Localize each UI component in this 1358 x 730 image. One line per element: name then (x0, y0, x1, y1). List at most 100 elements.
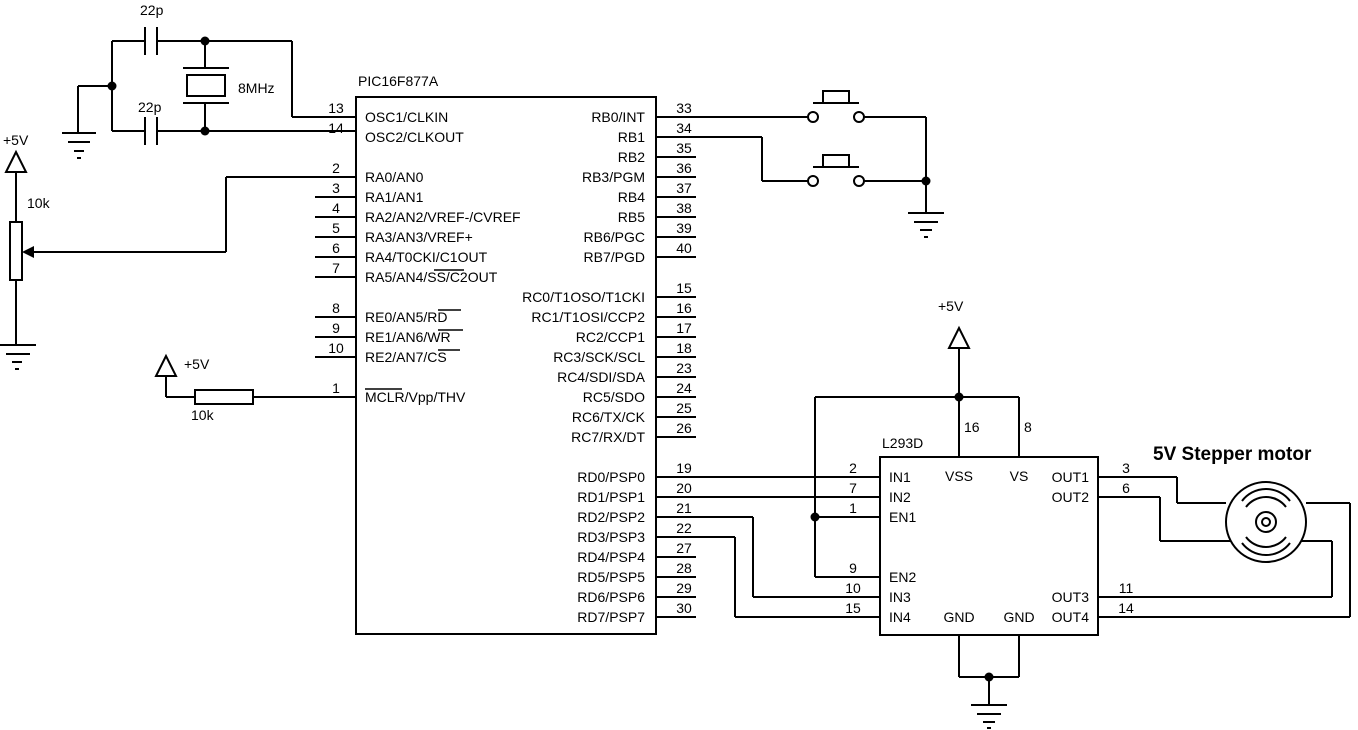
mcu-pin-label: RE1/AN6/WR (365, 329, 451, 345)
driver-pin-label: OUT4 (1052, 609, 1090, 625)
driver-ground (958, 635, 1020, 729)
mcu-pin-label: RC6/TX/CK (572, 409, 646, 425)
driver-pin-label: IN4 (889, 609, 911, 625)
mcu-pin-label: RC1/T1OSI/CCP2 (531, 309, 645, 325)
pot-supply-label: +5V (3, 132, 29, 148)
pot-value: 10k (27, 195, 51, 211)
driver-pin-number: 2 (849, 460, 857, 476)
driver-pin-number: 7 (849, 480, 857, 496)
mcu-pin-number: 6 (332, 240, 340, 256)
driver-pin-label: IN2 (889, 489, 911, 505)
mcu-pin-label: RA5/AN4/SS/C2OUT (365, 269, 498, 285)
mcu-pin-number: 3 (332, 180, 340, 196)
mcu-pin-number: 33 (676, 100, 692, 116)
mcu-pin-number: 22 (676, 520, 692, 536)
mcu-pin-number: 15 (676, 280, 692, 296)
driver-pin-number: 6 (1122, 480, 1130, 496)
driver-pin-number: 14 (1118, 600, 1134, 616)
mcu-pin-label: RD4/PSP4 (577, 549, 645, 565)
mcu-pin-label: RB6/PGC (584, 229, 645, 245)
mcu-pin-number: 40 (676, 240, 692, 256)
driver-pin-label: OUT3 (1052, 589, 1090, 605)
cap-bottom-value: 22p (138, 99, 162, 115)
mcu-pin-label: RA1/AN1 (365, 189, 424, 205)
mcu-pin-number: 1 (332, 380, 340, 396)
mcu-pin-number: 26 (676, 420, 692, 436)
mcu-name: PIC16F877A (358, 73, 439, 89)
mcu-pin-label: RC7/RX/DT (571, 429, 645, 445)
mcu-pin-number: 16 (676, 300, 692, 316)
mcu-pin-label: RC3/SCK/SCL (553, 349, 645, 365)
mcu-pin-number: 14 (328, 120, 344, 136)
mcu-pin-number: 17 (676, 320, 692, 336)
driver-pin-number: 9 (849, 560, 857, 576)
stepper-motor: 5V Stepper motor (1098, 444, 1351, 618)
mcu-pin-label: RB7/PGD (584, 249, 645, 265)
mcu-pin-label: RD7/PSP7 (577, 609, 645, 625)
mcu-pin-number: 13 (328, 100, 344, 116)
driver-pin-label: VSS (945, 468, 973, 484)
driver-pin-label: OUT1 (1052, 469, 1090, 485)
mcu-pin-number: 30 (676, 600, 692, 616)
mcu-pin-number: 39 (676, 220, 692, 236)
mcu-pin-number: 21 (676, 500, 692, 516)
control-wires (656, 476, 880, 618)
mcu-pin-label: RA3/AN3/VREF+ (365, 229, 473, 245)
mcu-pin-number: 38 (676, 200, 692, 216)
driver-pin-label: EN2 (889, 569, 916, 585)
driver-pin-label: GND (1003, 609, 1034, 625)
mcu-pin-label: RD0/PSP0 (577, 469, 645, 485)
mcu-pin-label: RA0/AN0 (365, 169, 424, 185)
mcu-pin-label: OSC2/CLKOUT (365, 129, 464, 145)
pic16f877a-chip: PIC16F877A 13OSC1/CLKIN14OSC2/CLKOUT2RA0… (315, 73, 696, 635)
l293d-chip: L293D 2IN17IN21EN19EN210IN315IN43OUT16OU… (845, 419, 1134, 636)
mcu-pin-label: RD1/PSP1 (577, 489, 645, 505)
mcu-pin-label: RD2/PSP2 (577, 509, 645, 525)
mcu-pin-number: 34 (676, 120, 692, 136)
mcu-pin-label: RB5 (618, 209, 645, 225)
mcu-pin-number: 27 (676, 540, 692, 556)
driver-pin-label: VS (1010, 468, 1029, 484)
mcu-pin-number: 36 (676, 160, 692, 176)
mcu-pin-number: 9 (332, 320, 340, 336)
driver-pin-number: 15 (845, 600, 861, 616)
mcu-pin-number: 35 (676, 140, 692, 156)
push-buttons (656, 90, 944, 238)
driver-pin-label: OUT2 (1052, 489, 1090, 505)
driver-name: L293D (882, 435, 923, 451)
mcu-pin-number: 8 (332, 300, 340, 316)
mcu-pin-number: 24 (676, 380, 692, 396)
oscillator-network: 22p 22p 8MHz (62, 2, 356, 159)
cap-top-value: 22p (140, 2, 164, 18)
driver-supply: +5V (810, 298, 1020, 578)
mcu-pin-label: RD3/PSP3 (577, 529, 645, 545)
driver-pin-label: IN3 (889, 589, 911, 605)
driver-pin-number: 3 (1122, 460, 1130, 476)
mcu-pin-label: RE2/AN7/CS (365, 349, 447, 365)
potentiometer: +5V 10k (0, 132, 356, 370)
mclr-resistor-value: 10k (191, 407, 215, 423)
mcu-pin-label: RB1 (618, 129, 645, 145)
mcu-pin-label: RB2 (618, 149, 645, 165)
mcu-pin-label: RD5/PSP5 (577, 569, 645, 585)
driver-pin-label: IN1 (889, 469, 911, 485)
mcu-pin-label: RE0/AN5/RD (365, 309, 447, 325)
mcu-pin-label: RB4 (618, 189, 645, 205)
driver-pin-number: 11 (1119, 580, 1134, 596)
mcu-pin-number: 37 (676, 180, 692, 196)
driver-pin-label: EN1 (889, 509, 916, 525)
mcu-pin-number: 4 (332, 200, 340, 216)
mclr-pullup: +5V 10k (154, 353, 356, 423)
mcu-pin-label: RC5/SDO (583, 389, 645, 405)
mcu-pin-number: 18 (676, 340, 692, 356)
mcu-pin-label: RD6/PSP6 (577, 589, 645, 605)
mcu-pin-label: MCLR/Vpp/THV (365, 389, 466, 405)
driver-pin-number: 10 (845, 580, 861, 596)
mcu-pin-number: 5 (332, 220, 340, 236)
mcu-pin-number: 2 (332, 160, 340, 176)
mcu-pin-label: RB0/INT (591, 109, 645, 125)
crystal-frequency: 8MHz (238, 80, 275, 96)
driver-pin-label: GND (943, 609, 974, 625)
mcu-pin-label: RA4/T0CKI/C1OUT (365, 249, 488, 265)
